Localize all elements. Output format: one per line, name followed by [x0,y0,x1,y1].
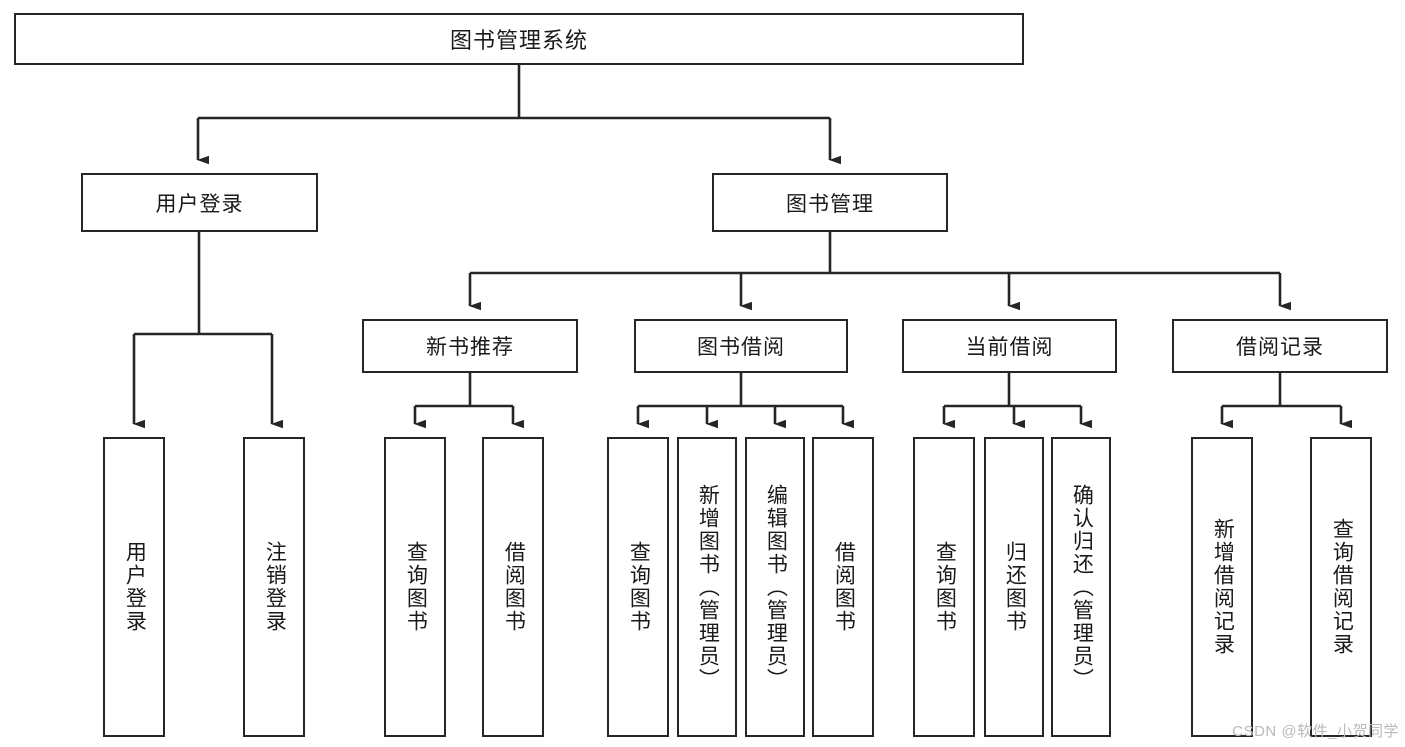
node-new-book-recommend[interactable]: 新书推荐 [362,319,578,373]
leaf-return-book[interactable]: 归还图书 [984,437,1044,737]
leaf-label: 借阅图书 [832,541,856,633]
leaf-borrow-book[interactable]: 借阅图书 [812,437,874,737]
leaf-confirm-return-admin[interactable]: 确认归还（管理员） [1051,437,1111,737]
leaf-label: 确认归还（管理员） [1070,483,1094,691]
node-borrow-record[interactable]: 借阅记录 [1172,319,1388,373]
leaf-label: 查询图书 [404,541,428,633]
leaf-label: 归还图书 [1003,541,1027,633]
node-book-borrow[interactable]: 图书借阅 [634,319,848,373]
leaf-label: 查询图书 [627,541,651,633]
node-user-login[interactable]: 用户登录 [81,173,318,232]
leaf-borrow-book-recommend[interactable]: 借阅图书 [482,437,544,737]
leaf-label: 新增图书（管理员） [696,483,720,691]
leaf-label: 注销登录 [263,541,287,633]
leaf-label: 查询借阅记录 [1330,518,1354,656]
leaf-label: 编辑图书（管理员） [764,483,788,691]
leaf-label: 查询图书 [933,541,957,633]
leaf-query-book-borrow[interactable]: 查询图书 [607,437,669,737]
leaf-label: 借阅图书 [502,541,526,633]
node-book-management[interactable]: 图书管理 [712,173,948,232]
node-current-borrow[interactable]: 当前借阅 [902,319,1117,373]
leaf-query-borrow-record[interactable]: 查询借阅记录 [1310,437,1372,737]
leaf-label: 新增借阅记录 [1211,518,1235,656]
node-root-system[interactable]: 图书管理系统 [14,13,1024,65]
leaf-add-book-admin[interactable]: 新增图书（管理员） [677,437,737,737]
watermark: CSDN @软件_小贺同学 [1232,723,1399,740]
leaf-edit-book-admin[interactable]: 编辑图书（管理员） [745,437,805,737]
leaf-query-book-recommend[interactable]: 查询图书 [384,437,446,737]
leaf-label: 用户登录 [123,541,147,633]
leaf-add-borrow-record[interactable]: 新增借阅记录 [1191,437,1253,737]
leaf-user-login[interactable]: 用户登录 [103,437,165,737]
leaf-logout[interactable]: 注销登录 [243,437,305,737]
leaf-query-book-current[interactable]: 查询图书 [913,437,975,737]
